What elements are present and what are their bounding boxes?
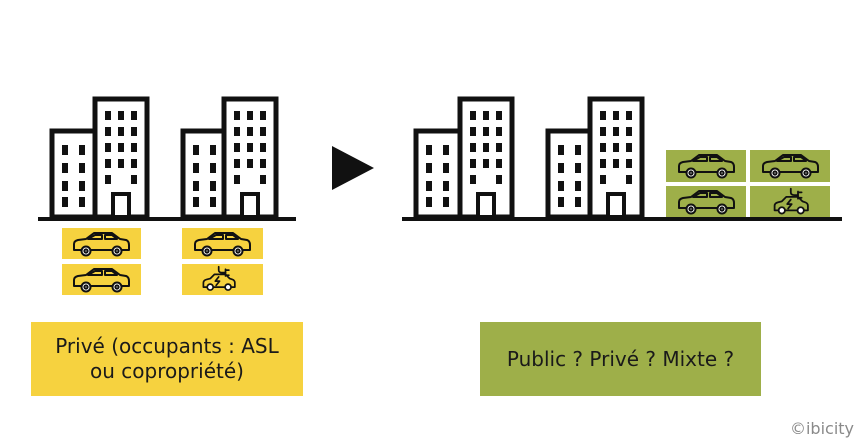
building-icon (95, 99, 147, 217)
building-icon (224, 99, 276, 217)
private-caption-box: Privé (occupants : ASL ou copropriété) (31, 322, 303, 396)
copyright-credit: ©ibicity (789, 419, 854, 438)
underground-parking-left (62, 228, 263, 295)
building-icon (548, 131, 594, 217)
building-icon (416, 131, 462, 217)
mutualized-parking (666, 150, 830, 218)
right-scenario (402, 99, 842, 221)
building-icon (460, 99, 512, 217)
private-caption: Privé (occupants : ASL ou copropriété) (55, 334, 279, 383)
building-icon (590, 99, 642, 217)
arrow-right-icon (332, 146, 374, 190)
parking-slot (182, 264, 263, 295)
building-icon (52, 131, 98, 217)
mixed-caption-box: Public ? Privé ? Mixte ? (480, 322, 761, 396)
mixed-caption: Public ? Privé ? Mixte ? (506, 346, 735, 371)
left-scenario (38, 99, 296, 295)
